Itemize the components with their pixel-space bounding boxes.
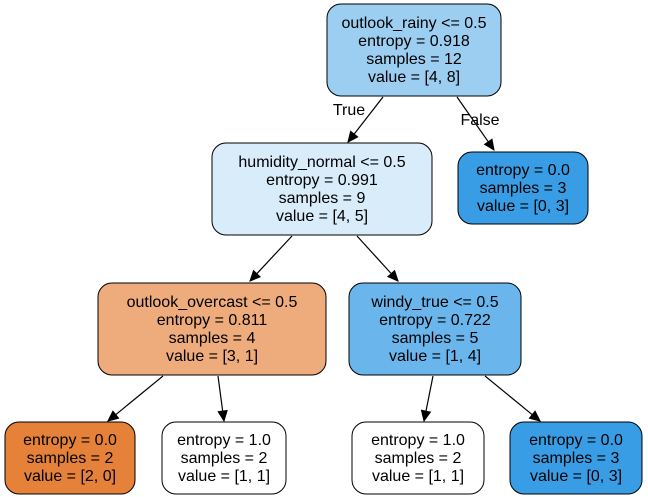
node-text-line: samples = 2	[181, 450, 268, 467]
node-text-line: value = [2, 0]	[24, 468, 116, 485]
node-box	[97, 282, 327, 376]
node-box	[348, 282, 522, 376]
edge-n1-n4	[356, 235, 399, 282]
node-box	[509, 421, 643, 495]
edge-line	[353, 96, 384, 135]
node-text-line: samples = 2	[375, 450, 462, 467]
node-text-line: samples = 4	[169, 330, 256, 347]
node-text-line: entropy = 1.0	[371, 432, 465, 449]
node-text-line: value = [3, 1]	[166, 348, 258, 365]
node-text-line: samples = 9	[279, 190, 366, 207]
arrow-head	[249, 269, 262, 282]
node-text-line: value = [1, 1]	[178, 468, 270, 485]
node-text-line: entropy = 0.0	[529, 432, 623, 449]
edge-n4-n7	[420, 375, 434, 423]
node-text-line: samples = 12	[366, 51, 462, 68]
edge-line	[115, 375, 164, 416]
arrow-head	[528, 410, 541, 422]
node-text-line: value = [1, 1]	[372, 468, 464, 485]
edge-line	[217, 375, 224, 412]
edge-line	[484, 375, 533, 416]
arrow-head	[347, 130, 359, 143]
arrow-head	[483, 138, 495, 151]
node-text-line: outlook_rainy <= 0.5	[342, 15, 487, 32]
node-text-line: value = [4, 5]	[276, 208, 368, 225]
node-box	[326, 3, 502, 97]
node-text-line: entropy = 0.918	[358, 33, 470, 50]
node-text-line: samples = 2	[27, 450, 114, 467]
node-text-line: entropy = 0.722	[379, 312, 491, 329]
node-text-line: value = [0, 3]	[530, 468, 622, 485]
arrow-head	[217, 409, 228, 423]
node-box	[161, 421, 287, 495]
node-box	[457, 151, 589, 225]
arrow-head	[420, 409, 432, 423]
arrow-head	[386, 269, 399, 282]
edge-n3-n6	[217, 375, 228, 423]
node-text-line: value = [0, 3]	[477, 198, 569, 215]
node-text-line: entropy = 0.991	[266, 172, 378, 189]
node-box	[351, 421, 485, 495]
edge-line	[256, 235, 293, 275]
node-box	[4, 421, 136, 495]
node-box	[211, 142, 433, 236]
node-text-line: outlook_overcast <= 0.5	[127, 294, 298, 311]
edge-label-false: False	[460, 112, 499, 129]
node-text-line: entropy = 1.0	[177, 432, 271, 449]
node-text-line: samples = 3	[533, 450, 620, 467]
edge-n1-n3	[249, 235, 293, 282]
node-text-line: samples = 5	[392, 330, 479, 347]
edge-line	[425, 375, 434, 412]
edge-line	[456, 96, 489, 143]
node-text-line: entropy = 0.0	[476, 162, 570, 179]
node-text-line: windy_true <= 0.5	[370, 294, 498, 311]
node-text-line: samples = 3	[480, 180, 567, 197]
edge-n4-n8	[484, 375, 541, 422]
arrow-head	[107, 410, 120, 422]
node-text-line: value = [4, 8]	[368, 69, 460, 86]
edge-n0-n1: True	[333, 96, 384, 143]
edge-line	[356, 235, 392, 275]
node-text-line: humidity_normal <= 0.5	[238, 154, 405, 171]
node-text-line: entropy = 0.811	[157, 312, 268, 329]
node-text-line: entropy = 0.0	[23, 432, 117, 449]
node-text-line: value = [1, 4]	[389, 348, 481, 365]
edge-n0-n2: False	[456, 96, 500, 151]
edge-n3-n5	[107, 375, 164, 422]
edge-label-true: True	[333, 102, 365, 119]
